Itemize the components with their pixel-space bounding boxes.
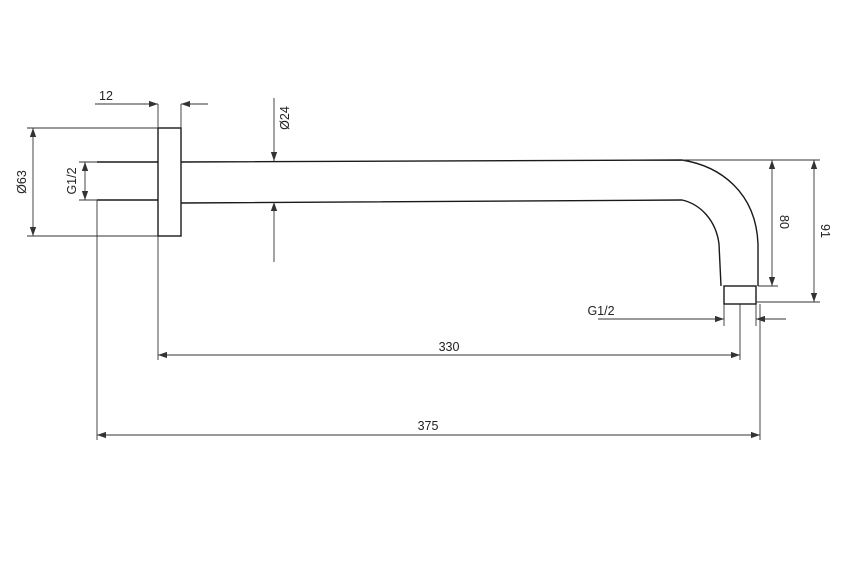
- dim-outlet-thread: G1/2: [587, 304, 786, 326]
- dim-bend-height: 80: [682, 159, 820, 287]
- dim-label-outlet-thread: G1/2: [587, 304, 614, 318]
- wall-flange-outline: [157, 127, 182, 237]
- dim-flange-diameter: Ø63: [15, 127, 158, 237]
- dim-arm-length: 330: [157, 236, 741, 360]
- dim-flange-thickness: 12: [95, 89, 208, 128]
- dim-label-flange-diameter: Ø63: [15, 170, 29, 194]
- dim-pipe-diameter: Ø24: [270, 98, 292, 262]
- dim-label-wall-thread: G1/2: [65, 167, 79, 194]
- dim-label-pipe-diameter: Ø24: [278, 106, 292, 130]
- arm-upper-edge: [180, 159, 759, 286]
- dim-total-length: 375: [96, 200, 761, 440]
- dim-label-bend-height: 80: [777, 215, 791, 229]
- outlet-fitting-outline: [723, 285, 757, 305]
- part-outline: [97, 127, 759, 305]
- dim-label-total-height: 91: [818, 224, 832, 238]
- arm-lower-edge: [180, 199, 722, 287]
- dim-wall-thread: G1/2: [65, 161, 97, 201]
- wall-connector-outline: [97, 161, 158, 201]
- dim-label-flange-thickness: 12: [99, 89, 113, 103]
- dim-label-total-length: 375: [418, 419, 439, 433]
- dim-total-height: 91: [756, 160, 832, 303]
- dim-label-arm-length: 330: [439, 340, 460, 354]
